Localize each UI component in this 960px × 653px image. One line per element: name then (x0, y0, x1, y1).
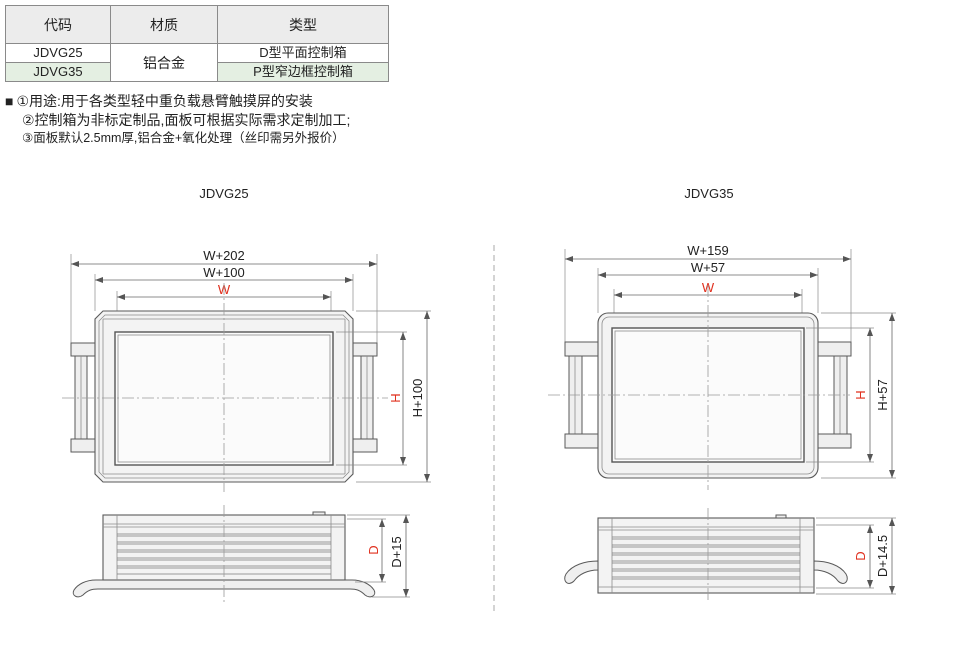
left-handle-cap-top (70, 342, 96, 357)
left-handle-cap-bottom (70, 438, 96, 453)
height-dimensions: H H+57 (806, 312, 896, 479)
note-custom: ②控制箱为非标定制品,面板可根据实际需求定制加工; (22, 112, 351, 128)
dim-label-d: D (366, 545, 381, 554)
cell-type: P型窄边框控制箱 (217, 62, 389, 82)
dim-label-w-mid: W+57 (691, 260, 725, 275)
left-handle-cap-bottom (564, 433, 599, 449)
cell-material: 铝合金 (110, 43, 218, 82)
right-handle-cap-top (352, 342, 378, 357)
screw-head (775, 514, 787, 519)
square-bullet-icon: ■ (5, 93, 14, 109)
table-header-row: 代码 材质 类型 (5, 5, 389, 44)
drawing-jdvg25: JDVG25 W+202 W+100 W (62, 186, 431, 603)
dim-label-w-outer: W+159 (687, 243, 729, 258)
dim-label-w-outer: W+202 (203, 248, 245, 263)
depth-dimensions: D D+15 (347, 514, 410, 598)
drawing-title: JDVG25 (199, 186, 248, 201)
left-curved-handle (564, 560, 599, 584)
drawing-jdvg35: JDVG35 W+159 W+57 W (548, 186, 896, 603)
front-view (70, 310, 378, 483)
header-type: 类型 (217, 5, 389, 44)
cell-code: JDVG25 (5, 43, 111, 63)
dim-label-w-mid: W+100 (203, 265, 245, 280)
cell-type: D型平面控制箱 (217, 43, 389, 63)
spec-table: 代码 材质 类型 JDVG25 铝合金 D型平面控制箱 JDVG35 P型窄边框… (5, 5, 389, 82)
right-handle-cap-bottom (352, 438, 378, 453)
table-row: JDVG25 铝合金 D型平面控制箱 (5, 43, 389, 82)
left-handle-cap-top (564, 341, 599, 357)
depth-dimensions: D D+14.5 (816, 517, 896, 595)
dim-label-d: D (853, 551, 868, 560)
side-housing (597, 517, 815, 594)
width-dimensions: W+159 W+57 W (564, 243, 852, 342)
cooling-fins (612, 536, 800, 580)
dim-label-h: H (388, 393, 403, 402)
dim-label-h: H (853, 390, 868, 399)
right-handle-cap-top (817, 341, 852, 357)
dim-label-d-outer: D+15 (389, 536, 404, 567)
dim-label-h-outer: H+57 (875, 379, 890, 410)
header-code: 代码 (5, 5, 111, 44)
header-material: 材质 (110, 5, 218, 44)
height-dimensions: H H+100 (336, 310, 431, 483)
note-usage: ■①用途:用于各类型轻中重负载悬臂触摸屏的安装 (5, 92, 313, 110)
note-text: ①用途:用于各类型轻中重负载悬臂触摸屏的安装 (16, 93, 313, 109)
note-panel: ③面板默认2.5mm厚,铝合金+氧化处理（丝印需另外报价） (22, 131, 345, 145)
dim-label-d-outer: D+14.5 (875, 535, 890, 577)
screw-head (312, 511, 326, 516)
table-row: JDVG35 P型窄边框控制箱 (5, 62, 389, 82)
drawing-title: JDVG35 (684, 186, 733, 201)
dim-label-h-outer: H+100 (410, 379, 425, 418)
side-view (564, 514, 848, 594)
right-curved-handle (813, 560, 848, 584)
cell-code: JDVG35 (5, 62, 111, 82)
right-handle-cap-bottom (817, 433, 852, 449)
width-dimensions: W+202 W+100 W (70, 248, 378, 343)
